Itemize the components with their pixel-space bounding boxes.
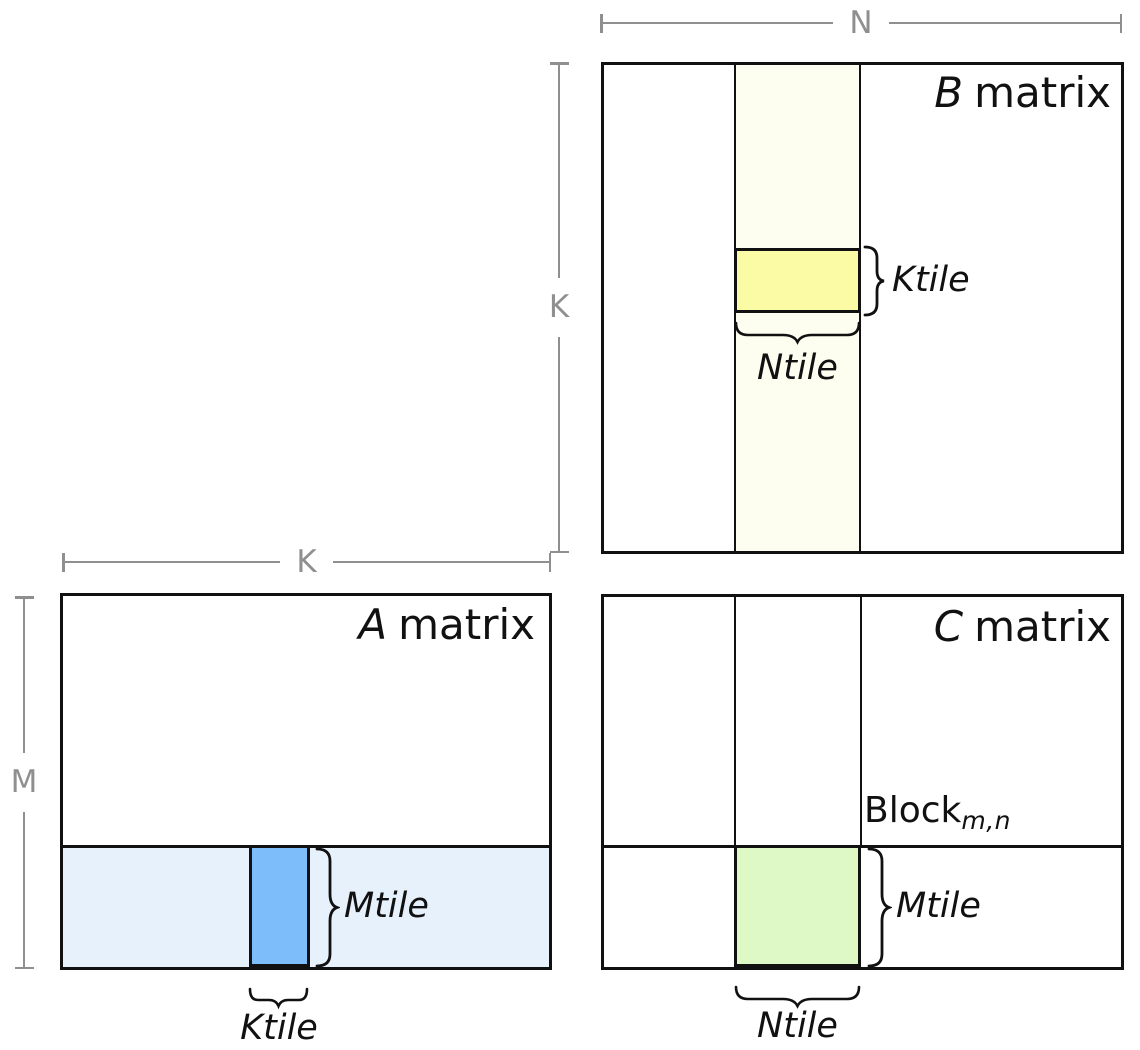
block-subscript: m,n xyxy=(961,806,1012,835)
c-row-line xyxy=(604,845,1121,848)
dimension-segment xyxy=(602,21,834,25)
k-dimension-label-a: K xyxy=(296,543,317,580)
ntile-brace-icon xyxy=(734,985,861,1009)
a-matrix-name: A xyxy=(358,600,388,649)
b-matrix-name: B xyxy=(934,68,964,117)
ntile-label-c: Ntile xyxy=(757,1006,838,1046)
dimension-tick xyxy=(549,62,569,65)
dimension-segment xyxy=(22,598,26,753)
a-mtile-cell xyxy=(249,845,310,967)
dimension-segment xyxy=(557,64,561,278)
ktile-brace-icon xyxy=(248,987,309,1010)
n-dimension-label: N xyxy=(849,4,873,41)
c-column-line xyxy=(734,597,736,845)
k-dimension-line-b: K xyxy=(540,62,578,553)
c-column-line xyxy=(860,597,862,845)
dimension-segment xyxy=(64,560,281,564)
dimension-tick xyxy=(14,596,34,599)
ntile-label-b: Ntile xyxy=(757,348,838,388)
k-dimension-label-b: K xyxy=(548,289,570,325)
m-dimension-label: M xyxy=(10,764,38,800)
dimension-segment xyxy=(557,337,561,551)
mtile-label-c: Mtile xyxy=(896,886,981,926)
mtile-label-a: Mtile xyxy=(344,886,429,926)
mtile-brace-icon xyxy=(315,847,340,968)
dimension-segment xyxy=(888,21,1120,25)
block-mn-label: Blockm,n xyxy=(864,790,1012,835)
dimension-segment xyxy=(22,812,26,967)
ktile-label-a: Ktile xyxy=(240,1008,318,1048)
dimension-tick xyxy=(1119,13,1123,33)
dimension-tick xyxy=(548,552,551,572)
k-dimension-line-a: K xyxy=(62,543,551,581)
dimension-tick xyxy=(14,966,34,969)
ktile-brace-icon xyxy=(863,245,885,317)
m-dimension-line: M xyxy=(5,596,43,969)
c-block-cell xyxy=(734,845,861,967)
ntile-brace-icon xyxy=(734,321,861,345)
b-ktile-cell xyxy=(734,248,861,313)
dimension-tick xyxy=(62,552,65,572)
c-matrix-name: C xyxy=(933,602,964,651)
mtile-brace-icon xyxy=(867,847,892,968)
dimension-tick xyxy=(600,13,603,33)
dimension-tick xyxy=(549,550,569,553)
n-dimension-line: N xyxy=(600,4,1123,42)
ktile-label-b: Ktile xyxy=(892,260,970,300)
dimension-segment xyxy=(332,560,549,564)
